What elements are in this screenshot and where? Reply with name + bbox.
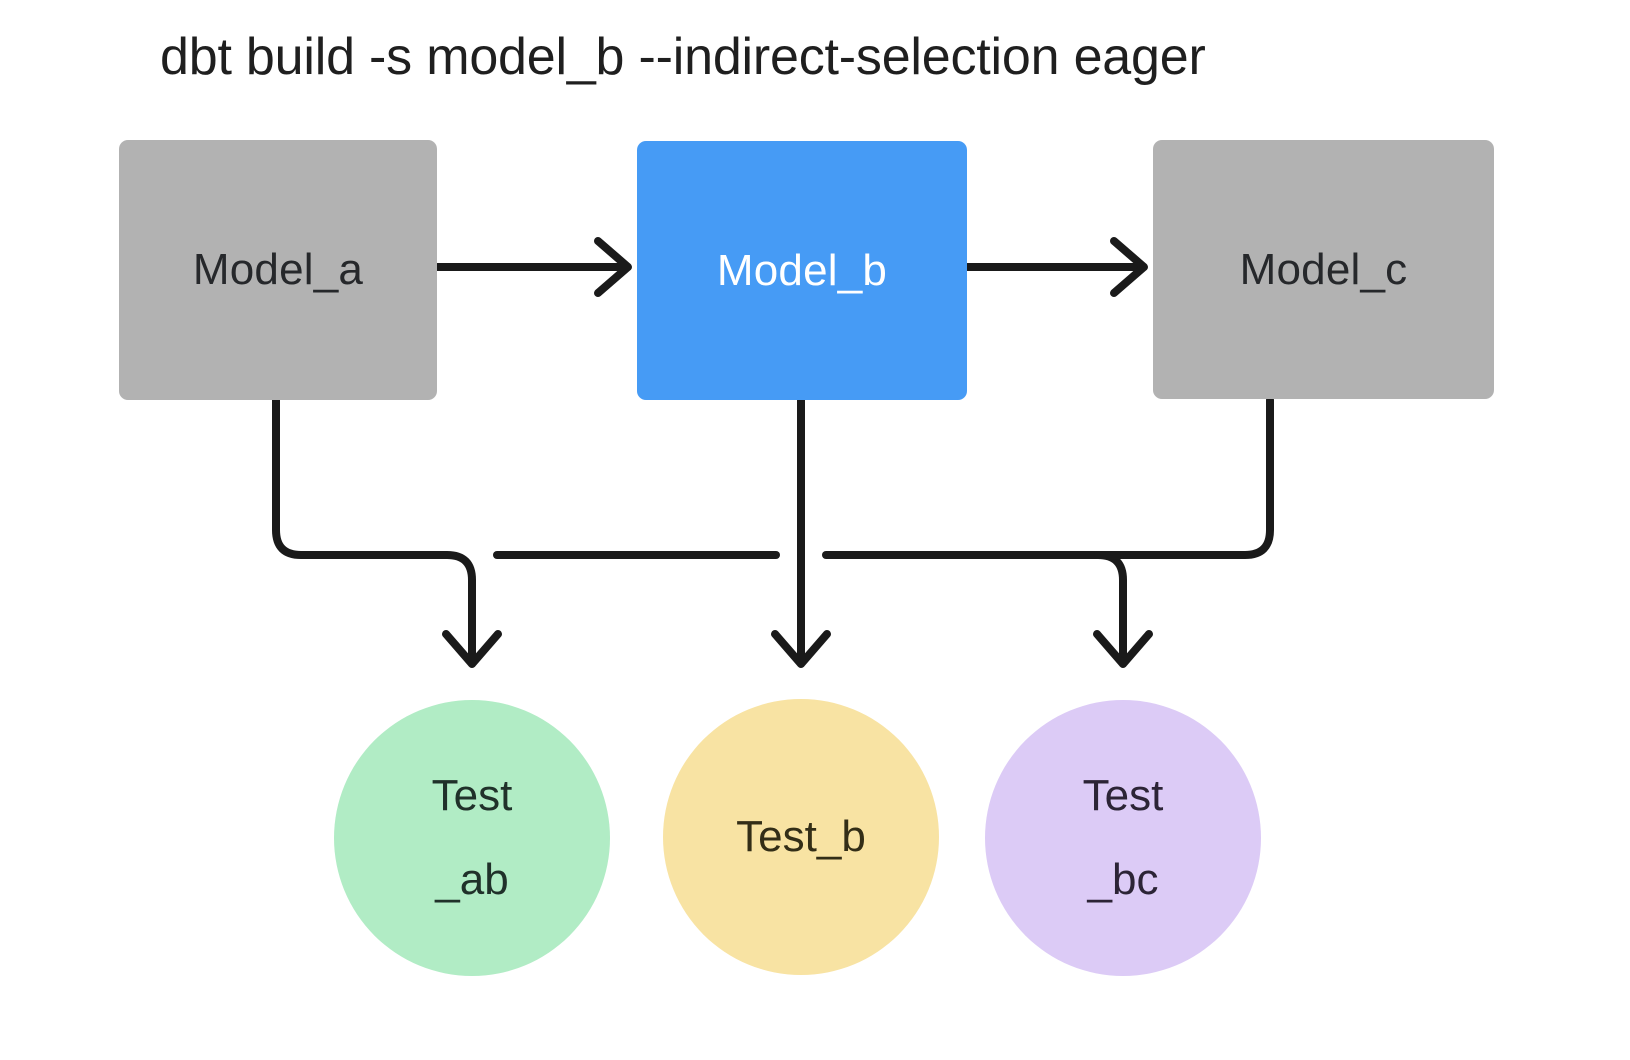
- edge-model-a-to-test-ab: [272, 396, 476, 659]
- node-model-a[interactable]: Model_a: [119, 140, 437, 400]
- node-test-bc[interactable]: Test _bc: [985, 700, 1261, 976]
- edge-model-b-to-model-c-arrowhead: [1110, 237, 1148, 297]
- node-model-b[interactable]: Model_b: [637, 141, 967, 400]
- node-model-b-label: Model_b: [716, 245, 888, 295]
- diagram-title: dbt build -s model_b --indirect-selectio…: [160, 28, 1206, 86]
- edge-to-test-bc-arrowhead: [1093, 630, 1153, 668]
- node-test-ab-label-line1: Test: [431, 771, 513, 820]
- node-test-bc-label-line2: _bc: [1087, 855, 1159, 904]
- node-test-bc-label-line1: Test: [1082, 771, 1164, 820]
- node-test-b[interactable]: Test_b: [663, 699, 939, 975]
- node-test-ab-label-line2: _ab: [435, 855, 509, 904]
- node-model-c-label: Model_c: [1239, 244, 1408, 294]
- node-test-ab[interactable]: Test _ab: [334, 700, 610, 976]
- node-test-b-label-line1: Test_b: [736, 812, 866, 861]
- edge-model-a-to-model-b-arrowhead: [594, 237, 632, 297]
- edge-model-c-to-test-bc: [1094, 396, 1274, 659]
- edge-to-test-ab-arrowhead: [442, 630, 502, 668]
- node-model-a-label: Model_a: [192, 245, 364, 294]
- node-model-c[interactable]: Model_c: [1153, 140, 1494, 399]
- edge-to-test-b-arrowhead: [771, 630, 831, 668]
